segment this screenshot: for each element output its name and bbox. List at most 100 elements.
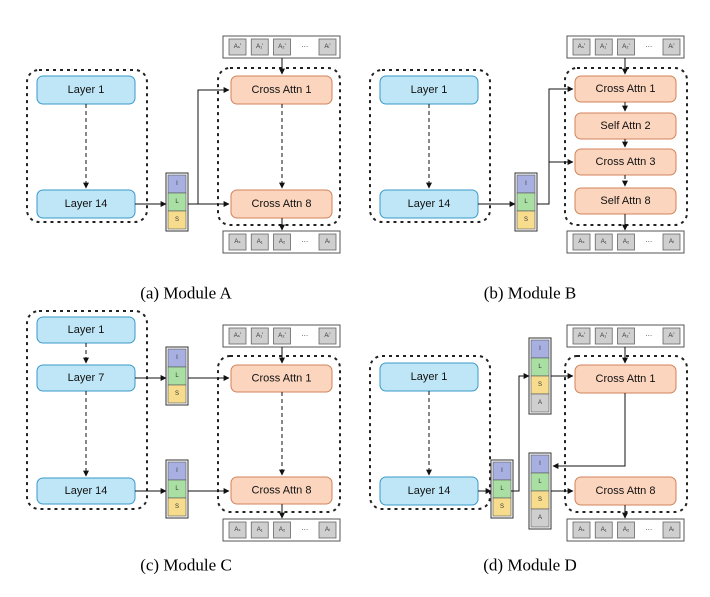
output-tokens-token <box>250 521 269 539</box>
query-tokens-token-label: Aₗ' <box>324 44 330 50</box>
output-tokens-token <box>662 233 681 251</box>
query-tokens-token-label: Aₗ' <box>668 333 674 339</box>
encoder-layer-1-label: Layer 1 <box>411 371 448 383</box>
feature-stack-cell-label: S <box>524 217 528 223</box>
query-tokens-token <box>318 38 337 56</box>
output-tokens-token-label: Aₗ <box>669 527 674 533</box>
output-tokens-token-label: Aₛ <box>234 239 240 245</box>
output-tokens-token-label: Aₗ <box>325 527 330 533</box>
query-tokens-ellipsis: ··· <box>301 44 308 51</box>
query-tokens-token-label: A₁' <box>256 333 263 339</box>
feature-stack-left-cell-label: I <box>501 468 503 474</box>
output-tokens-token-label: A₁ <box>257 239 263 245</box>
feature-stack-right-cell-a <box>530 508 550 528</box>
query-tokens-ellipsis: ··· <box>301 333 308 340</box>
encoder-layer-7-label: Layer 7 <box>68 372 105 384</box>
feature-stack-bottom-cell-s <box>167 497 187 517</box>
query-tokens-token-label: A₁' <box>600 333 607 339</box>
output-tokens-token <box>318 521 337 539</box>
output-tokens-token-label: A₁ <box>601 239 607 245</box>
query-tokens-token <box>662 327 681 345</box>
query-tokens-token-label: Aₛ' <box>578 333 585 339</box>
query-tokens-token <box>572 38 591 56</box>
query-tokens-token <box>250 327 269 345</box>
output-tokens-token <box>273 233 291 251</box>
output-tokens-token-label: A₂ <box>623 527 630 533</box>
decoder-cross-attn-3-label: Cross Attn 3 <box>596 156 656 168</box>
decoder-cross-attn-8-label: Cross Attn 8 <box>252 198 312 210</box>
output-tokens-token <box>228 233 247 251</box>
query-tokens-ellipsis: ··· <box>645 44 652 51</box>
feature-stack-right-cell-label: S <box>538 497 542 503</box>
caption-module-a: (a) Module A <box>140 284 232 303</box>
decoder-cross-attn-1-label: Cross Attn 1 <box>596 373 656 385</box>
decoder-cross-attn-8-label: Cross Attn 8 <box>252 485 312 497</box>
query-tokens-token <box>250 38 269 56</box>
query-tokens-token <box>594 38 613 56</box>
output-tokens-ellipsis: ··· <box>301 527 308 534</box>
decoder-region <box>564 355 688 513</box>
encoder-layer-14-label: Layer 14 <box>65 198 108 210</box>
feature-stack-left-cell-label: S <box>500 504 504 510</box>
decoder-cross-attn-8-label: Cross Attn 8 <box>596 485 656 497</box>
output-tokens-token <box>273 521 291 539</box>
encoder-layer-1-label: Layer 1 <box>68 84 105 96</box>
output-tokens-ellipsis: ··· <box>645 527 652 534</box>
feature-stack-top-cell-label: L <box>538 364 542 370</box>
feature-stack-cell-s <box>167 210 187 230</box>
query-tokens-token-label: Aₗ' <box>324 333 330 339</box>
output-tokens-token-label: A₂ <box>279 527 286 533</box>
feature-stack-top-cell-label: I <box>176 355 178 361</box>
decoder-cross-attn-1-label: Cross Attn 1 <box>252 84 312 96</box>
query-tokens-token <box>662 38 681 56</box>
output-tokens-token-label: A₂ <box>623 239 630 245</box>
feature-stack-bottom-cell-label: I <box>176 468 178 474</box>
output-tokens-token-label: A₁ <box>601 527 607 533</box>
feature-stack-cell-s <box>516 210 536 230</box>
feature-stack-cell-label: S <box>175 217 179 223</box>
output-tokens-token <box>318 233 337 251</box>
query-tokens-token-label: Aₗ' <box>668 44 674 50</box>
encoder-layer-1-label: Layer 1 <box>411 84 448 96</box>
query-tokens-token <box>273 327 291 345</box>
feature-stack-top-cell-label: L <box>175 373 179 379</box>
stack-to-cross-1-arrow <box>197 87 230 204</box>
decoder-self-attn-8-label: Self Attn 8 <box>600 195 650 207</box>
output-tokens-token-label: Aₗ <box>669 239 674 245</box>
output-tokens-token <box>572 521 591 539</box>
query-tokens-token-label: A₂' <box>278 333 285 339</box>
stack-to-top-stack-arrow <box>511 373 530 492</box>
caption-module-b: (b) Module B <box>484 284 577 303</box>
query-tokens-token <box>572 327 591 345</box>
output-tokens-ellipsis: ··· <box>645 239 652 246</box>
query-tokens-token <box>617 327 635 345</box>
feature-stack-bottom-cell-label: S <box>175 504 179 510</box>
decoder-cross-attn-1-label: Cross Attn 1 <box>252 373 312 385</box>
output-tokens-token-label: Aₛ <box>578 239 584 245</box>
output-tokens-ellipsis: ··· <box>301 239 308 246</box>
output-tokens-token <box>662 521 681 539</box>
output-tokens-token-label: Aₛ <box>578 527 584 533</box>
feature-stack-top-cell-label: A <box>538 400 542 406</box>
output-tokens-token-label: A₂ <box>279 239 286 245</box>
feature-stack-cell-label: I <box>176 181 178 187</box>
query-tokens-token <box>617 38 635 56</box>
query-tokens-token-label: A₁' <box>600 44 607 50</box>
encoder-layer-14-label: Layer 14 <box>65 485 108 497</box>
query-tokens-ellipsis: ··· <box>645 333 652 340</box>
stack-to-cross-1-arrow <box>537 86 574 205</box>
query-tokens-token <box>594 327 613 345</box>
feature-stack-top-cell-s <box>167 384 187 404</box>
feature-stack-cell-label: I <box>525 181 527 187</box>
query-tokens-token <box>228 327 247 345</box>
feature-stack-right-cell-label: A <box>538 515 542 521</box>
output-tokens-token <box>617 233 635 251</box>
output-tokens-token-label: A₁ <box>257 527 263 533</box>
feature-stack-left-cell-label: L <box>500 486 504 492</box>
feature-stack-top-cell-a <box>530 393 550 413</box>
query-tokens-token-label: Aₛ' <box>234 333 241 339</box>
query-tokens-token-label: A₂' <box>622 44 629 50</box>
